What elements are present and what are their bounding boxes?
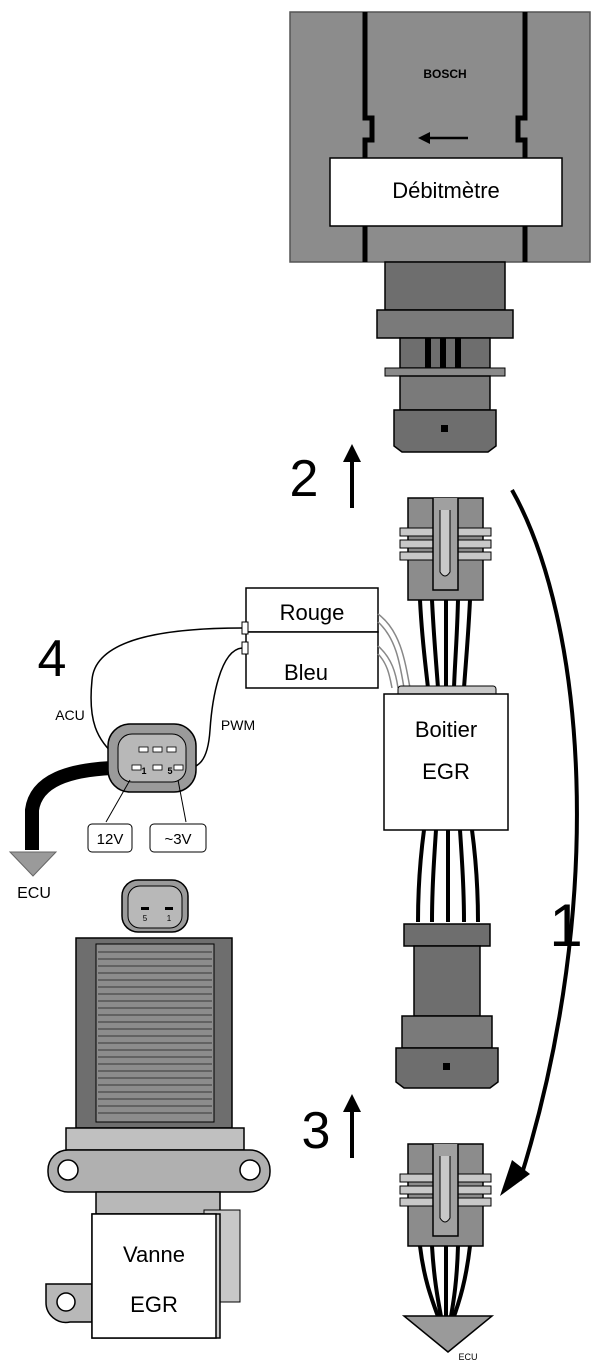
harness-connector-top	[399, 497, 492, 689]
valve-fins	[98, 951, 212, 1114]
valve-label-box	[91, 1213, 217, 1339]
step-3-number: 3	[302, 1102, 331, 1160]
rouge-label: Rouge	[280, 600, 345, 625]
valve-label-line1: Vanne	[123, 1242, 185, 1267]
bleu-box	[245, 631, 379, 689]
harness-connector-bottom: ECU	[399, 1143, 495, 1362]
ecu-ground-left	[8, 851, 58, 877]
step-2-number: 2	[290, 450, 319, 508]
v12-box	[87, 823, 133, 853]
plug-pin5-label: 5	[167, 766, 172, 776]
egr-module: Boitier EGR	[383, 685, 509, 923]
valve-pin5: 5	[143, 914, 148, 923]
step-3: 3	[302, 1094, 361, 1160]
module-connector-bottom	[395, 923, 499, 1089]
v3-label: ~3V	[164, 831, 191, 848]
bleu-label: Bleu	[284, 660, 328, 685]
egr-valve-plug: ECU 1 5 12V ~3V	[8, 723, 207, 902]
egr-module-line2: EGR	[422, 759, 470, 784]
pwm-label: PWM	[221, 717, 255, 733]
step-1-number: 1	[549, 892, 582, 959]
egr-module-line1: Boitier	[415, 717, 477, 742]
ecu-left-label: ECU	[17, 885, 51, 902]
step-4-number: 4	[38, 630, 67, 688]
valve-label-line2: EGR	[130, 1292, 178, 1317]
ecu-bottom-label: ECU	[458, 1352, 477, 1362]
maf-label-box	[329, 157, 563, 227]
maf-brand: BOSCH	[423, 67, 466, 81]
step-2: 2	[290, 444, 361, 508]
ecu-ground-bottom	[401, 1315, 495, 1353]
egr-module-box	[383, 693, 509, 831]
valve-pin1: 1	[167, 914, 172, 923]
acu-label: ACU	[55, 707, 85, 723]
egr-valve: 5 1	[45, 879, 271, 1339]
v3-box	[149, 823, 207, 853]
maf-label: Débitmètre	[392, 178, 500, 203]
rouge-box	[245, 587, 379, 633]
v12-label: 12V	[97, 831, 124, 848]
plug-pin1-label: 1	[141, 766, 146, 776]
maf-sensor: BOSCH Débitmètre	[289, 11, 591, 453]
step-1: 1	[500, 489, 583, 1196]
wire-color-labels: Rouge Bleu	[241, 587, 411, 689]
